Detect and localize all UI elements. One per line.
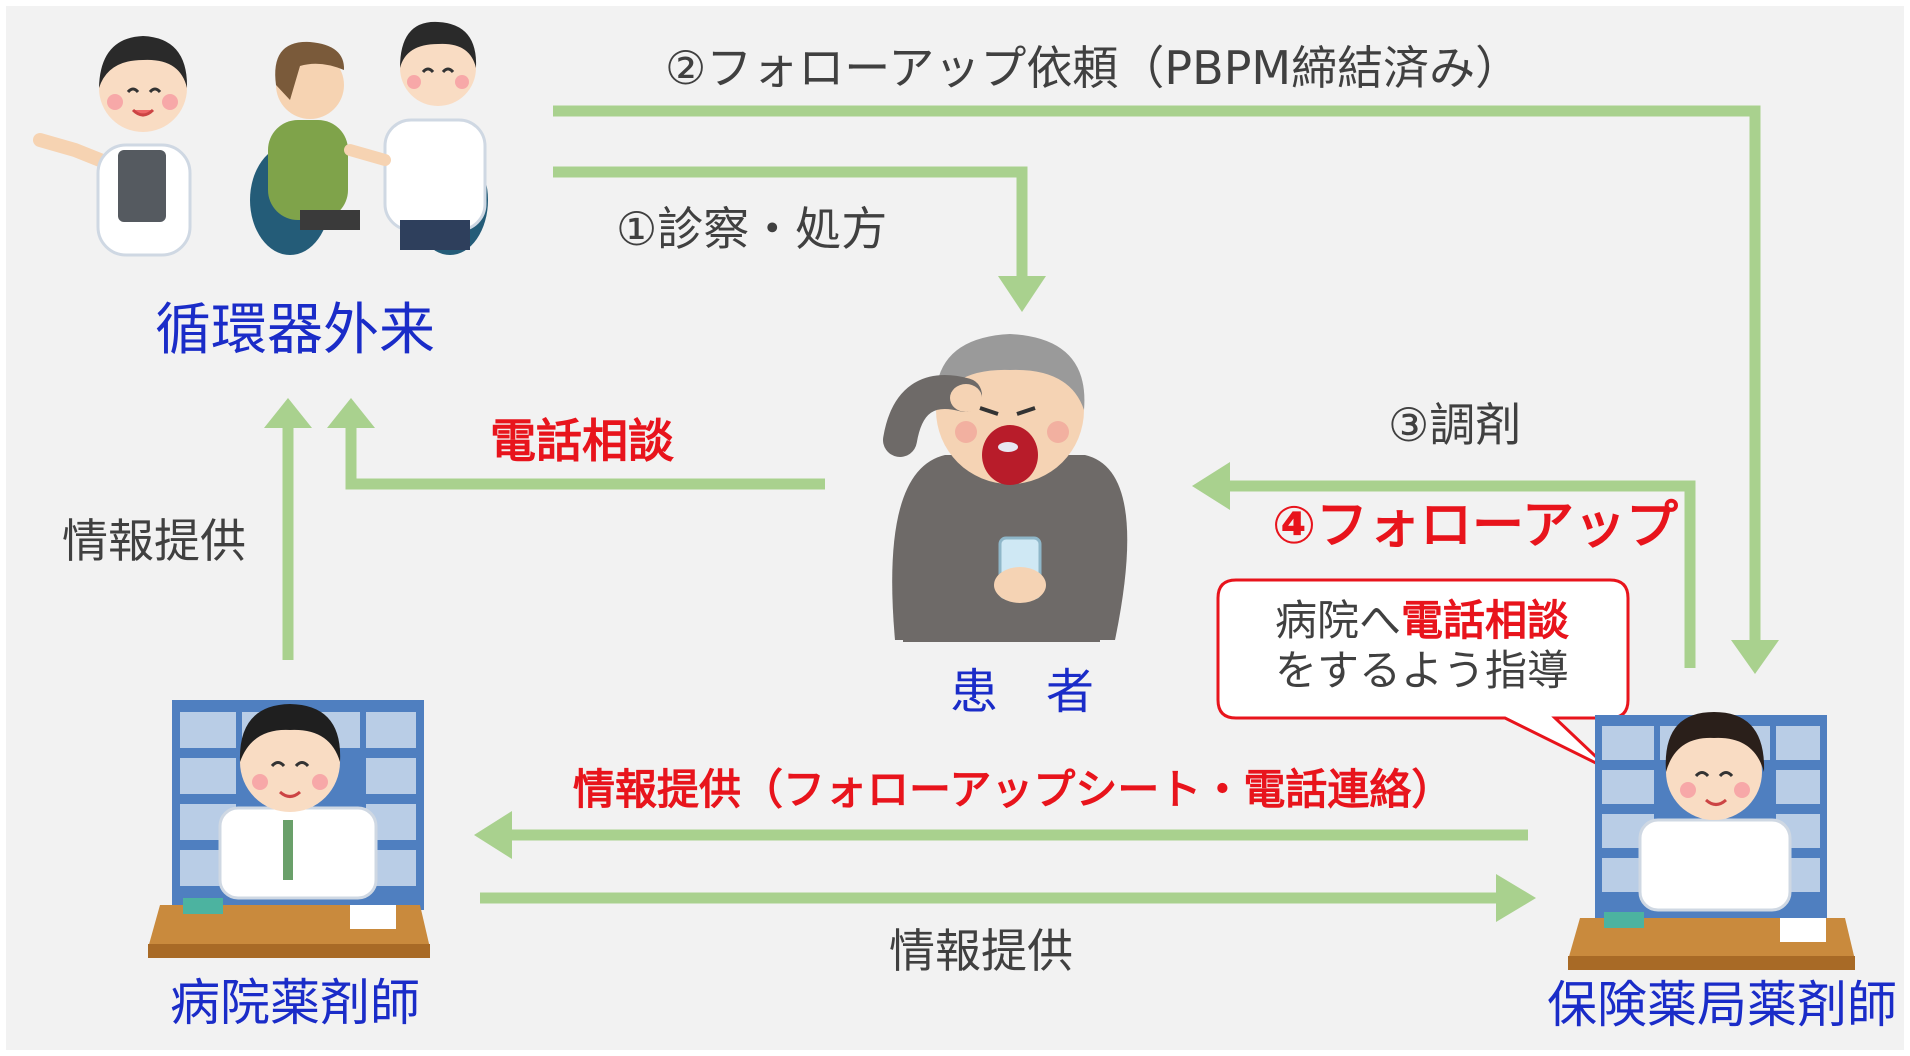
hospital-pharmacist-label: 病院薬剤師	[170, 974, 420, 1032]
info-provide-bottom-label: 情報提供	[889, 924, 1073, 978]
step2-label: ②フォローアップ依頼（PBPM締結済み）	[665, 41, 1522, 95]
phone-consult-label: 電話相談	[490, 414, 674, 468]
bubble-line-1: 病院へ電話相談	[1218, 596, 1626, 646]
community-pharmacist-label: 保険薬局薬剤師	[1547, 976, 1897, 1034]
info-provide-left-label: 情報提供	[62, 514, 246, 568]
community-pharmacist-icon	[1568, 712, 1855, 970]
nurse-icon	[33, 36, 192, 257]
speech-bubble-text: 病院へ電話相談 をするよう指導	[1218, 582, 1626, 712]
arrowhead	[1192, 462, 1230, 510]
arrow-dispense	[1228, 480, 1696, 668]
arrowhead	[1731, 640, 1779, 674]
doctor-with-patient-icon	[250, 21, 488, 255]
step1-label: ①診察・処方	[616, 202, 888, 256]
arrow-followup-request	[553, 105, 1761, 640]
bubble-prefix: 病院へ	[1274, 596, 1401, 645]
step4-label: ④フォローアップ	[1272, 496, 1678, 556]
arrowhead	[1496, 874, 1536, 922]
patient-label: 患 者	[950, 664, 1095, 720]
bubble-highlight: 電話相談	[1401, 596, 1570, 645]
outpatient-label: 循環器外来	[155, 298, 435, 363]
info-provide-red-label: 情報提供（フォローアップシート・電話連絡）	[573, 765, 1454, 814]
arrowhead	[264, 398, 312, 428]
arrowhead	[327, 398, 375, 428]
arrow-prescription	[553, 166, 1028, 278]
step3-label: ③調剤	[1388, 398, 1522, 452]
arrowhead	[474, 811, 512, 859]
hospital-pharmacist-icon	[148, 700, 430, 958]
arrow-phone-consult	[345, 426, 825, 490]
speech-bubble	[1216, 578, 1630, 772]
bubble-line-2: をするよう指導	[1274, 646, 1569, 696]
arrowhead	[998, 276, 1046, 312]
sick-patient-icon	[883, 334, 1128, 642]
